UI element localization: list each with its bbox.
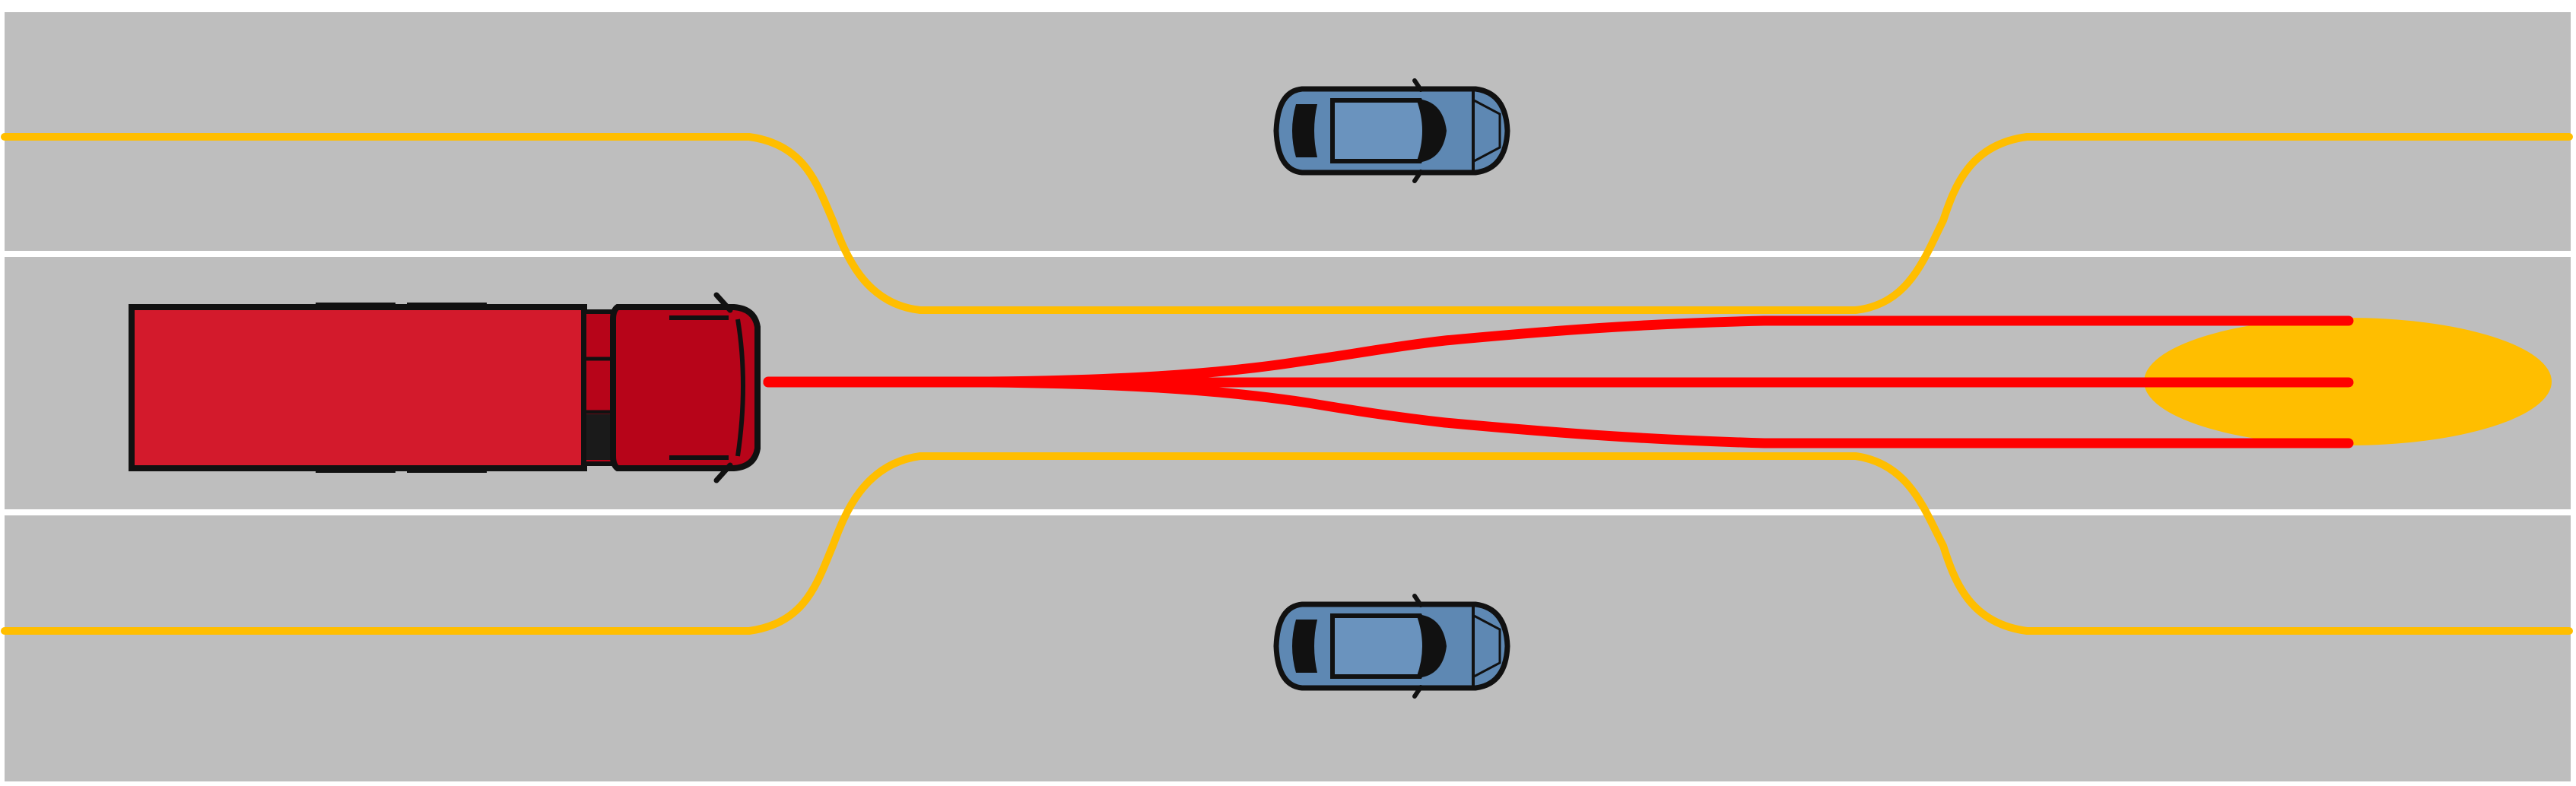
- car-roof: [1330, 613, 1430, 679]
- car-mirror: [1412, 78, 1423, 92]
- car-bottom: [1273, 594, 1510, 699]
- car-windshield-front: [1416, 99, 1447, 163]
- truck-trailer: [129, 304, 587, 471]
- corridor-boundary-lower: [1, 452, 2573, 635]
- candidate-path-upper: [763, 315, 2354, 387]
- ego-truck: [129, 292, 761, 483]
- truck-cab: [610, 304, 761, 471]
- truck-mirror-right: [713, 462, 733, 483]
- candidate-path-lower: [763, 377, 2354, 448]
- truck-mirror-left: [713, 292, 733, 313]
- corridor-boundary-upper: [1, 133, 2573, 314]
- car-windshield-rear: [1292, 620, 1317, 673]
- car-mirror: [1412, 594, 1423, 607]
- car-windshield-rear: [1292, 104, 1317, 157]
- car-top: [1273, 78, 1510, 183]
- car-windshield-front: [1416, 614, 1447, 678]
- car-roof: [1330, 98, 1430, 163]
